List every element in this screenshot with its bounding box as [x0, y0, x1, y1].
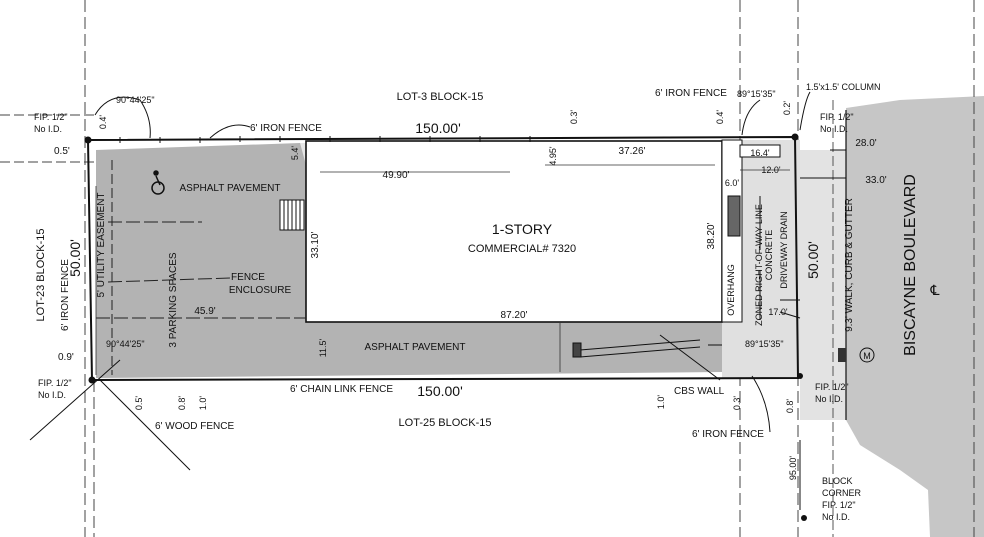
building-name: 1-STORY — [492, 221, 553, 237]
fip-se-line1: FIP. 1/2" — [815, 382, 849, 392]
dim-08-bot: 0.8' — [177, 396, 187, 411]
utility-easement-label: 5' UTILITY EASEMENT — [96, 192, 107, 297]
dim-bldg-east: 38.20' — [706, 222, 717, 249]
pin-se — [797, 373, 803, 379]
fip-sw-line2: No I.D. — [38, 390, 66, 400]
manhole-symbol — [859, 347, 875, 363]
utility-box — [838, 348, 846, 362]
angle-ne: 89°15'35" — [737, 89, 776, 99]
dim-02-ne: 0.2' — [782, 101, 792, 116]
manhole-letter: M — [863, 351, 871, 361]
lot-south-label: LOT-25 BLOCK-15 — [399, 417, 492, 429]
building-footprint — [305, 140, 723, 323]
asphalt-label-bottom: ASPHALT PAVEMENT — [365, 342, 466, 353]
dim-04-top: 0.4' — [98, 115, 108, 130]
lot-west-label: LOT-23 BLOCK-15 — [35, 229, 47, 322]
dim-330: 33.0' — [865, 175, 886, 186]
pin-ne — [791, 133, 799, 141]
block-corner-line2: CORNER — [822, 488, 862, 498]
dim-495: 4.95' — [548, 146, 558, 166]
dim-bldg-north-east: 37.26' — [619, 146, 646, 157]
dim-05-bot: 0.5' — [134, 396, 144, 411]
dim-05: 0.5' — [54, 146, 70, 157]
north-fence-ticks — [119, 136, 531, 143]
dim-60: 6.0' — [725, 178, 740, 188]
driveway-drain-label: DRIVEWAY DRAIN — [779, 211, 789, 288]
dim-459: 45.9' — [194, 306, 215, 317]
street-label: BISCAYNE BOULEVARD — [902, 174, 919, 356]
fip-nw-line2: No I.D. — [34, 124, 62, 134]
handicap-icon — [151, 170, 165, 195]
concrete-label: CONCRETE — [764, 230, 774, 281]
dim-03-se: 0.3' — [732, 396, 742, 411]
fip-nw-line1: FIP. 1/2" — [34, 112, 68, 122]
centerline-mark: ℄ — [930, 282, 940, 298]
dim-bldg-west: 33.10' — [310, 231, 321, 258]
sidewalk — [800, 150, 846, 420]
fip-ne-line1: FIP. 1/2" — [820, 112, 854, 122]
dim-115: 11.5' — [318, 338, 328, 357]
leader-lines — [29, 91, 846, 510]
pin-sw — [88, 376, 96, 384]
dim-04-ne: 0.4' — [715, 110, 725, 125]
fip-sw-line1: FIP. 1/2" — [38, 378, 72, 388]
dim-10-bot: 1.0' — [198, 396, 208, 411]
dim-164: 16.4' — [750, 148, 770, 158]
dim-west-width: 50.00' — [67, 239, 83, 277]
iron-fence-west-label: 6' IRON FENCE — [60, 259, 71, 331]
parking-lines — [96, 221, 306, 319]
fence-enclosure-label-1: FENCE — [231, 272, 265, 283]
block-corner-line4: No I.D. — [822, 512, 850, 522]
dim-170: 17.0' — [768, 307, 788, 317]
dim-120: 12.0' — [761, 165, 781, 175]
dim-north-length: 150.00' — [415, 120, 461, 136]
dim-east-width: 50.00' — [805, 241, 821, 279]
iron-fence-se-label: 6' IRON FENCE — [692, 429, 764, 440]
cbs-wall-label: CBS WALL — [674, 386, 725, 397]
driveway-details — [572, 144, 800, 381]
dim-09: 0.9' — [58, 352, 74, 363]
column-label: 1.5'x1.5' COLUMN — [806, 82, 880, 92]
angle-se: 89°15'35" — [745, 339, 784, 349]
lot-north-label: LOT-3 BLOCK-15 — [397, 91, 484, 103]
street-pavement — [846, 96, 984, 537]
pin-nw — [84, 136, 92, 144]
zoned-row-label: ZONED RIGHT-OF-WAY LINE — [754, 204, 764, 326]
overhang-label: OVERHANG — [726, 264, 736, 316]
fence-enclosure — [279, 199, 305, 231]
asphalt-area — [96, 143, 722, 378]
block-corner-line1: BLOCK — [822, 476, 853, 486]
fip-se-line2: No I.D. — [815, 394, 843, 404]
dim-block-corner: 95.00' — [788, 456, 798, 481]
dim-10-se: 1.0' — [656, 395, 666, 410]
iron-fence-north-label: 6' IRON FENCE — [250, 123, 322, 134]
asphalt-label-top: ASPHALT PAVEMENT — [180, 183, 281, 194]
block-corner-line3: FIP. 1/2" — [822, 500, 856, 510]
chain-link-label: 6' CHAIN LINK FENCE — [290, 384, 393, 395]
dim-south-length: 150.00' — [417, 383, 463, 399]
pin-block-corner — [801, 515, 807, 521]
dim-bldg-north: 49.90' — [383, 170, 410, 181]
building-use: COMMERCIAL# 7320 — [468, 243, 576, 255]
dim-54: 5.4' — [290, 146, 300, 161]
angle-nw: 90°44'25" — [116, 95, 155, 105]
dim-280: 28.0' — [855, 138, 876, 149]
dim-08-se: 0.8' — [785, 399, 795, 414]
dimension-lines — [95, 164, 790, 375]
wood-fence-label: 6' WOOD FENCE — [155, 421, 234, 432]
fip-ne-line2: No I.D. — [820, 124, 848, 134]
iron-fence-ne-label: 6' IRON FENCE — [655, 88, 727, 99]
dim-bldg-south: 87.20' — [501, 310, 528, 321]
walk-curb-label: 9.3' WALK, CURB & GUTTER — [844, 198, 855, 332]
fence-enclosure-label-2: ENCLOSURE — [229, 285, 292, 296]
parking-label: 3 PARKING SPACES — [168, 252, 179, 348]
dim-03-top: 0.3' — [569, 110, 579, 125]
angle-sw: 90°44'25" — [106, 339, 145, 349]
